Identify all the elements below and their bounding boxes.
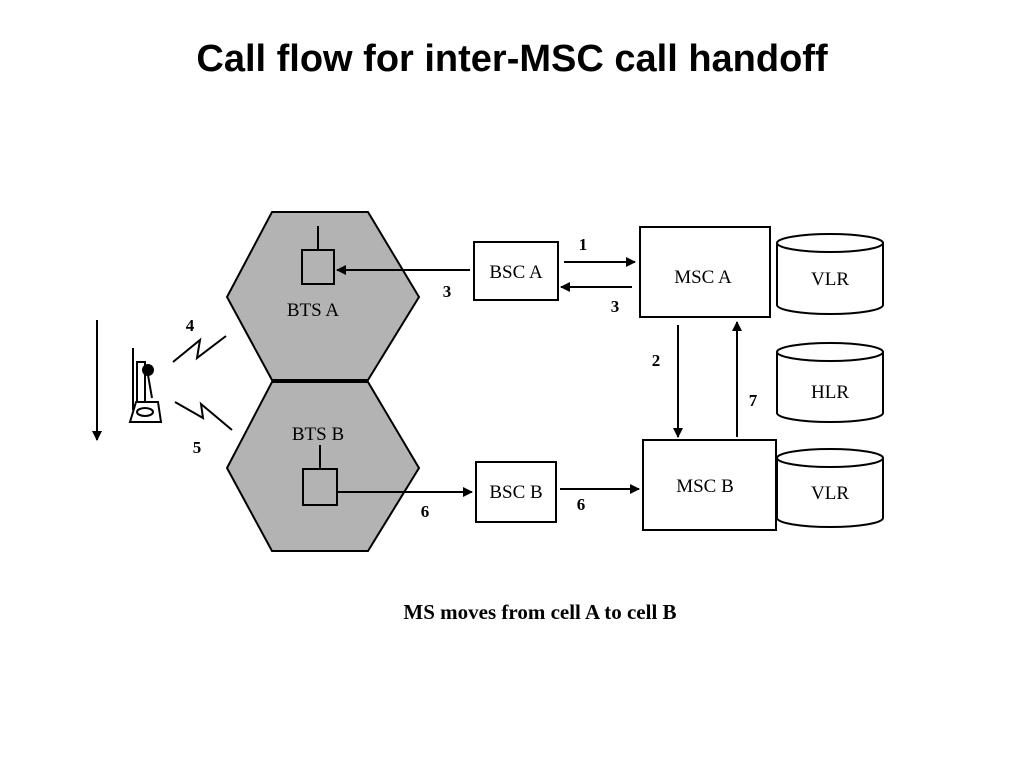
- mobile-station-icon: [128, 348, 163, 423]
- bsc-a-box: [473, 241, 559, 301]
- msc-a-box: [639, 226, 771, 318]
- step-2-label: 2: [652, 351, 661, 370]
- msc-b-box: [642, 439, 777, 531]
- vlr-a-label: VLR: [811, 269, 849, 290]
- cell-a-hexagon: [225, 211, 421, 381]
- slide-title: Call flow for inter-MSC call handoff: [196, 38, 828, 80]
- bts-b-equipment: [302, 468, 338, 506]
- bsc-a-label: BSC A: [489, 262, 543, 283]
- step-5-label: 5: [193, 438, 202, 457]
- bts-a-label: BTS A: [287, 300, 340, 321]
- vlr-a-database: [776, 233, 884, 315]
- radio-link-4: [172, 335, 227, 363]
- bts-b-label: BTS B: [292, 424, 344, 445]
- diagram-caption: MS moves from cell A to cell B: [403, 600, 676, 624]
- msc-b-label: MSC B: [676, 476, 734, 497]
- step-3-bts-label: 3: [443, 282, 452, 301]
- step-1-label: 1: [579, 235, 588, 254]
- hlr-label: HLR: [811, 382, 849, 403]
- bsc-b-label: BSC B: [489, 482, 542, 503]
- cell-b-hexagon: [225, 381, 421, 552]
- step-6-bts-label: 6: [421, 502, 430, 521]
- step-3-msc-label: 3: [611, 297, 620, 316]
- bsc-b-box: [475, 461, 557, 523]
- vlr-b-database: [776, 448, 884, 528]
- bts-a-equipment: [301, 249, 335, 285]
- msc-a-label: MSC A: [674, 267, 732, 288]
- hlr-database: [776, 342, 884, 423]
- step-4-label: 4: [186, 316, 195, 335]
- step-7-label: 7: [749, 391, 758, 410]
- step-6-bsc-label: 6: [577, 495, 586, 514]
- radio-link-5: [174, 401, 233, 431]
- vlr-b-label: VLR: [811, 483, 849, 504]
